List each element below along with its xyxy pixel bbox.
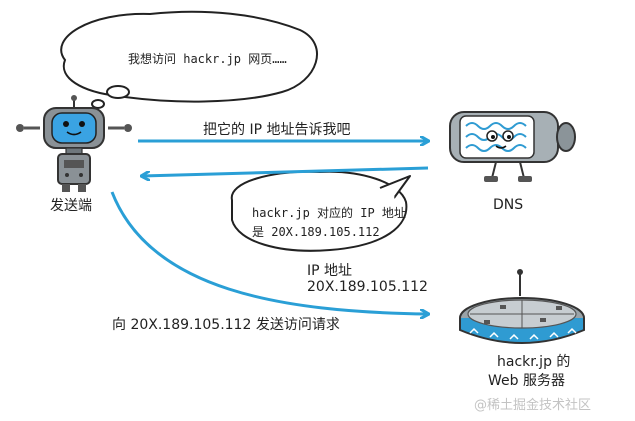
reply-arrow [142,166,429,176]
client-thought-text: 我想访问 hackr.jp 网页…… [128,52,287,66]
dns-label: DNS [493,197,524,213]
watermark: @稀土掘金技术社区 [474,398,592,413]
ip-reply-line-2: 20X.189.105.112 [307,279,428,295]
client-label: 发送端 [50,198,92,214]
ip-reply-line-1: IP 地址 [307,263,353,279]
client-robot-icon [16,95,132,192]
dns-bubble-line-2: 是 20X.189.105.112 [252,225,380,239]
dns-speech-bubble [230,170,411,252]
server-label-line-1: hackr.jp 的 [497,354,571,370]
web-server-icon [459,269,585,344]
server-label-line-2: Web 服务器 [488,373,565,389]
request-arrow-label: 向 20X.189.105.112 发送访问请求 [112,317,340,333]
request-arrow [110,191,428,314]
dns-bubble-line-1: hackr.jp 对应的 IP 地址 [252,206,406,220]
dns-server-icon [449,111,576,182]
query-arrow-label: 把它的 IP 地址告诉我吧 [203,122,351,138]
